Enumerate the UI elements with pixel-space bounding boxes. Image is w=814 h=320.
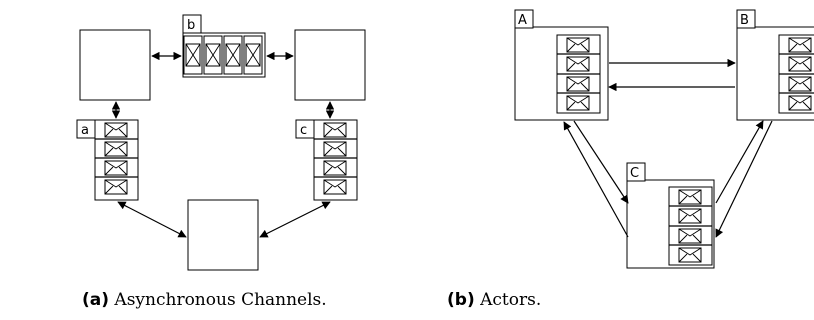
envelope-icon [323,179,347,195]
envelope-icon [104,160,128,176]
envelope-icon [104,179,128,195]
queue-b: b [182,14,266,78]
caption-b-text: Actors. [480,290,542,310]
arrow-icon [715,120,764,204]
actor-b: B [736,9,814,121]
envelope-icon [205,43,221,67]
diagram-actors: A B C [514,9,814,269]
envelope-icon [323,122,347,138]
envelope-icon [788,56,812,72]
process-top-left [79,29,151,101]
envelope-icon [566,37,590,53]
envelope-icon [104,141,128,157]
arrow-icon [573,120,629,204]
process-bottom [187,199,259,271]
arrow-icon [715,120,773,238]
envelope-icon [566,76,590,92]
diagram-async-channels: b a c [76,14,366,271]
process-top-right [294,29,366,101]
actor-a: A [514,9,609,121]
queue-c-label: c [300,123,307,138]
envelope-icon [788,95,812,111]
envelope-icon [323,160,347,176]
envelope-icon [104,122,128,138]
caption-b: (b) Actors. [447,290,541,310]
envelope-icon [185,43,201,67]
envelope-icon [566,95,590,111]
actor-b-label-box [736,9,756,29]
queue-a-label: a [81,123,89,138]
actor-a-label-box [514,9,534,29]
queue-b-label: b [187,18,195,33]
actor-a-label: A [518,13,527,28]
actor-b-label: B [740,13,749,28]
envelope-icon [678,208,702,224]
caption-a-text: Asynchronous Channels. [114,290,327,310]
queue-a: a [76,119,139,201]
queue-c: c [295,119,358,201]
caption-a: (a) Asynchronous Channels. [82,290,327,310]
actor-c-label-box [626,162,646,182]
arrow-icon [259,201,331,238]
envelope-icon [566,56,590,72]
arrow-icon [117,201,187,238]
arrow-icon [563,121,629,238]
envelope-icon [678,228,702,244]
caption-b-tag: (b) [447,290,475,310]
envelope-icon [788,37,812,53]
caption-a-tag: (a) [82,290,110,310]
envelope-icon [245,43,261,67]
envelope-icon [225,43,241,67]
actor-c-label: C [630,166,639,181]
envelope-icon [678,189,702,205]
actor-c: C [626,162,715,269]
envelope-icon [678,247,702,263]
envelope-icon [788,76,812,92]
envelope-icon [323,141,347,157]
